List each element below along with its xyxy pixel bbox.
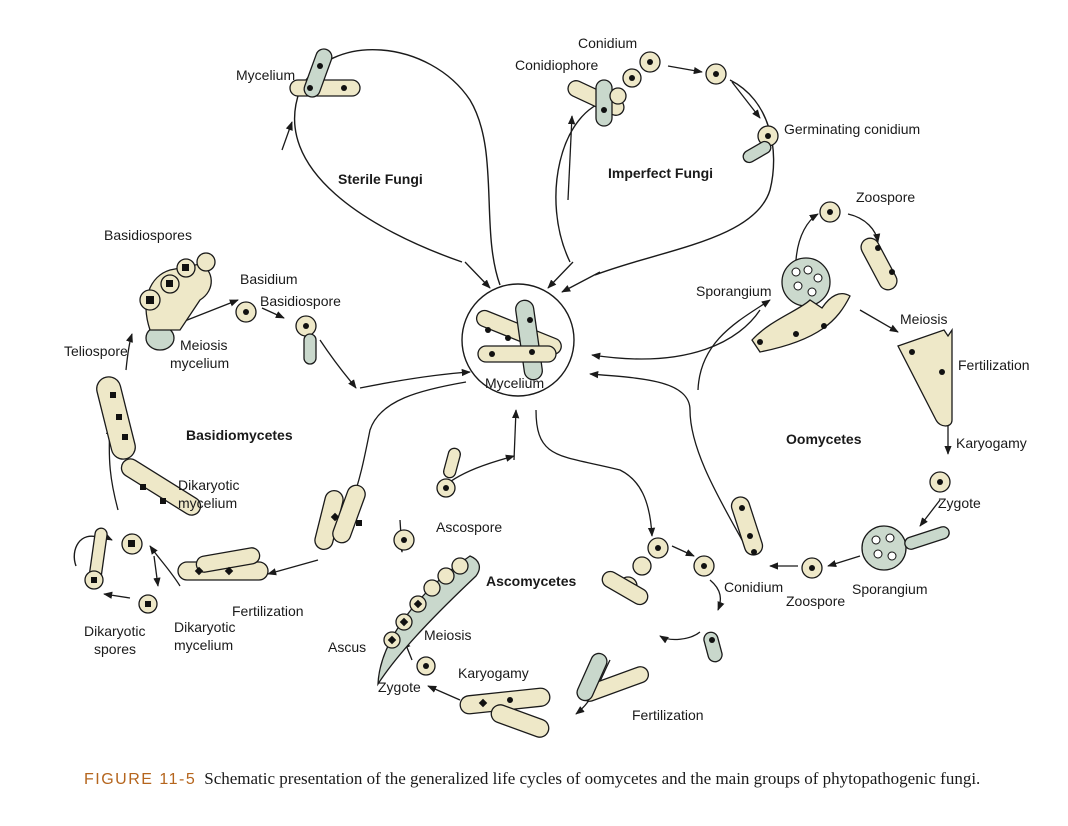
sporangium-left-label: Sporangium (696, 283, 772, 299)
meiosis-mycelium-label-1: Meiosis (180, 337, 227, 353)
fertilization-basidio-label: Fertilization (232, 603, 304, 619)
sterile-fungi-title: Sterile Fungi (338, 171, 423, 187)
zoospore-top-label: Zoospore (856, 189, 915, 205)
dikaryotic-spores-label-2: spores (94, 641, 136, 657)
karyogamy-oo-label: Karyogamy (956, 435, 1027, 451)
sterile-fungi-cycle: Mycelium Sterile Fungi (236, 48, 501, 289)
karyogamy-asco-label: Karyogamy (458, 665, 529, 681)
life-cycle-diagram: Mycelium Mycelium Sterile Fungi Conidium… (64, 35, 1030, 738)
imperfect-fungi-title: Imperfect Fungi (608, 165, 713, 181)
teliospore-label: Teliospore (64, 343, 128, 359)
basidiospores-label: Basidiospores (104, 227, 192, 243)
conidiophore-label: Conidiophore (515, 57, 598, 73)
meiosis-mycelium-label-2: mycelium (170, 355, 229, 371)
caption-text: Schematic presentation of the generalize… (204, 769, 981, 788)
fertilization-asco-label: Fertilization (632, 707, 704, 723)
dikaryotic-spores-label-1: Dikaryotic (84, 623, 145, 639)
dikaryotic-mycelium-top-label-1: Dikaryotic (178, 477, 239, 493)
central-mycelium: Mycelium (461, 283, 575, 397)
ascomycetes-title: Ascomycetes (486, 573, 576, 589)
basidium-label: Basidium (240, 271, 298, 287)
ascomycetes-cycle: Ascospore Ascomycetes Meiosis Ascus Kary… (328, 409, 783, 738)
figure-caption: FIGURE 11-5 Schematic presentation of the… (84, 768, 1044, 791)
oomycetes-cycle: Zoospore Sporangium Meiosis Fertilizatio… (589, 189, 1030, 609)
basidiospore-label: Basidiospore (260, 293, 341, 309)
center-mycelium-label: Mycelium (485, 375, 544, 391)
germinating-conidium-label: Germinating conidium (784, 121, 920, 137)
conidium-label: Conidium (578, 35, 637, 51)
zygote-asco-label: Zygote (378, 679, 421, 695)
ascus-label: Ascus (328, 639, 366, 655)
dikaryotic-mycelium-bottom-label-2: mycelium (174, 637, 233, 653)
sterile-mycelium-label: Mycelium (236, 67, 295, 83)
ascospore-label: Ascospore (436, 519, 502, 535)
zygote-oo-label: Zygote (938, 495, 981, 511)
meiosis-asco-label: Meiosis (424, 627, 471, 643)
sporangium-bottom-label: Sporangium (852, 581, 928, 597)
fertilization-oo-label: Fertilization (958, 357, 1030, 373)
dikaryotic-mycelium-bottom-label-1: Dikaryotic (174, 619, 235, 635)
meiosis-oo-label: Meiosis (900, 311, 947, 327)
imperfect-fungi-cycle: Conidium Conidiophore Germinating conidi… (515, 35, 920, 293)
conidium-asco-label: Conidium (724, 579, 783, 595)
basidiomycetes-cycle: Basidiospores Basidium Basidiospore Teli… (64, 227, 471, 657)
dikaryotic-mycelium-top-label-2: mycelium (178, 495, 237, 511)
figure-number: FIGURE 11-5 (84, 771, 197, 788)
basidiomycetes-title: Basidiomycetes (186, 427, 293, 443)
oomycetes-title: Oomycetes (786, 431, 862, 447)
zoospore-bottom-label: Zoospore (786, 593, 845, 609)
